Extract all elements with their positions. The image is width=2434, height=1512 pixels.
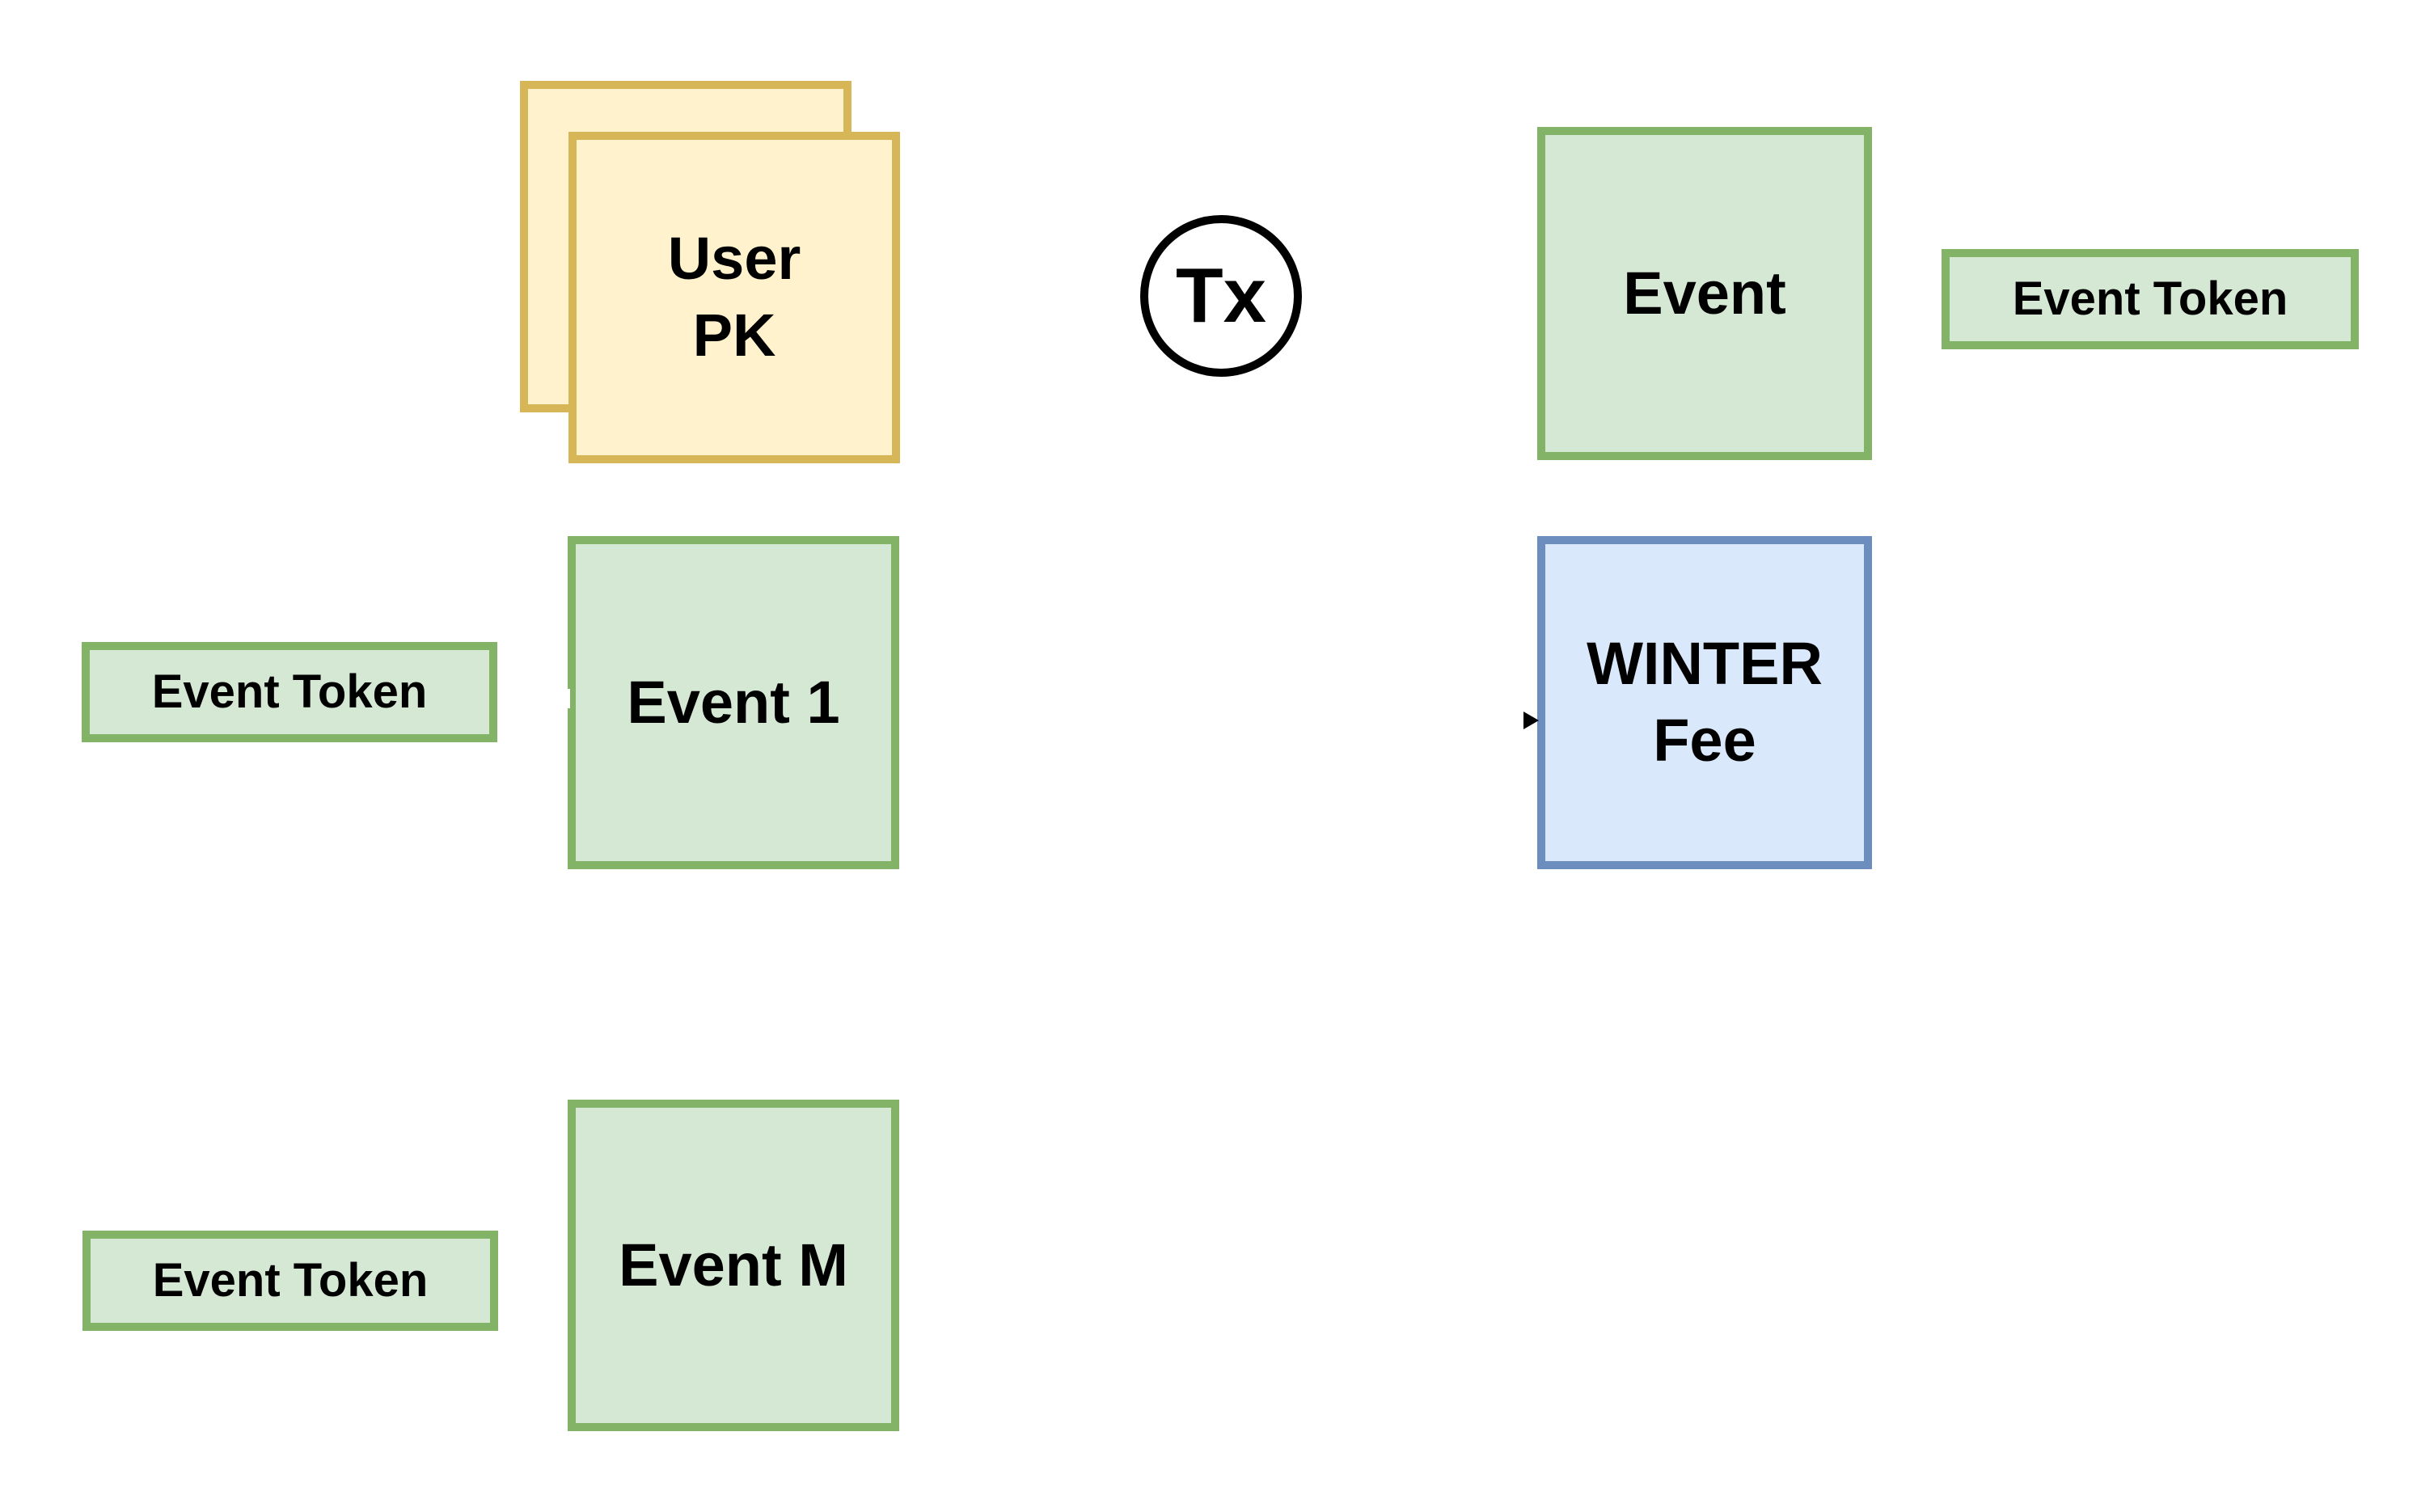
tx-circle: Tx <box>1140 215 1302 377</box>
event-1-box: Event 1 <box>568 536 899 869</box>
event-1-border-notch <box>563 689 570 708</box>
winter-fee-label-line1: WINTER <box>1587 630 1823 698</box>
user-pk-label-line1: User <box>667 225 801 293</box>
winter-fee-label: WINTER Fee <box>1587 626 1823 779</box>
event-token-box-right: Event Token <box>1942 249 2359 349</box>
event-label: Event <box>1623 259 1786 327</box>
event-token-middle-label: Event Token <box>151 665 428 719</box>
arrow-right-icon <box>1523 712 1539 729</box>
tx-label: Tx <box>1175 252 1267 339</box>
event-token-box-bottom: Event Token <box>82 1231 498 1331</box>
event-1-label: Event 1 <box>627 668 840 736</box>
event-box: Event <box>1537 127 1872 460</box>
winter-fee-label-line2: Fee <box>1653 707 1756 774</box>
user-pk-box: User PK <box>568 132 900 463</box>
event-m-box: Event M <box>568 1100 899 1431</box>
event-m-label: Event M <box>619 1231 848 1299</box>
user-pk-label-line2: PK <box>692 302 776 369</box>
user-pk-label: User PK <box>668 221 801 374</box>
event-token-box-middle: Event Token <box>82 642 497 742</box>
event-token-bottom-label: Event Token <box>152 1254 429 1307</box>
winter-fee-box: WINTER Fee <box>1537 536 1872 869</box>
event-token-right-label: Event Token <box>2012 272 2288 326</box>
